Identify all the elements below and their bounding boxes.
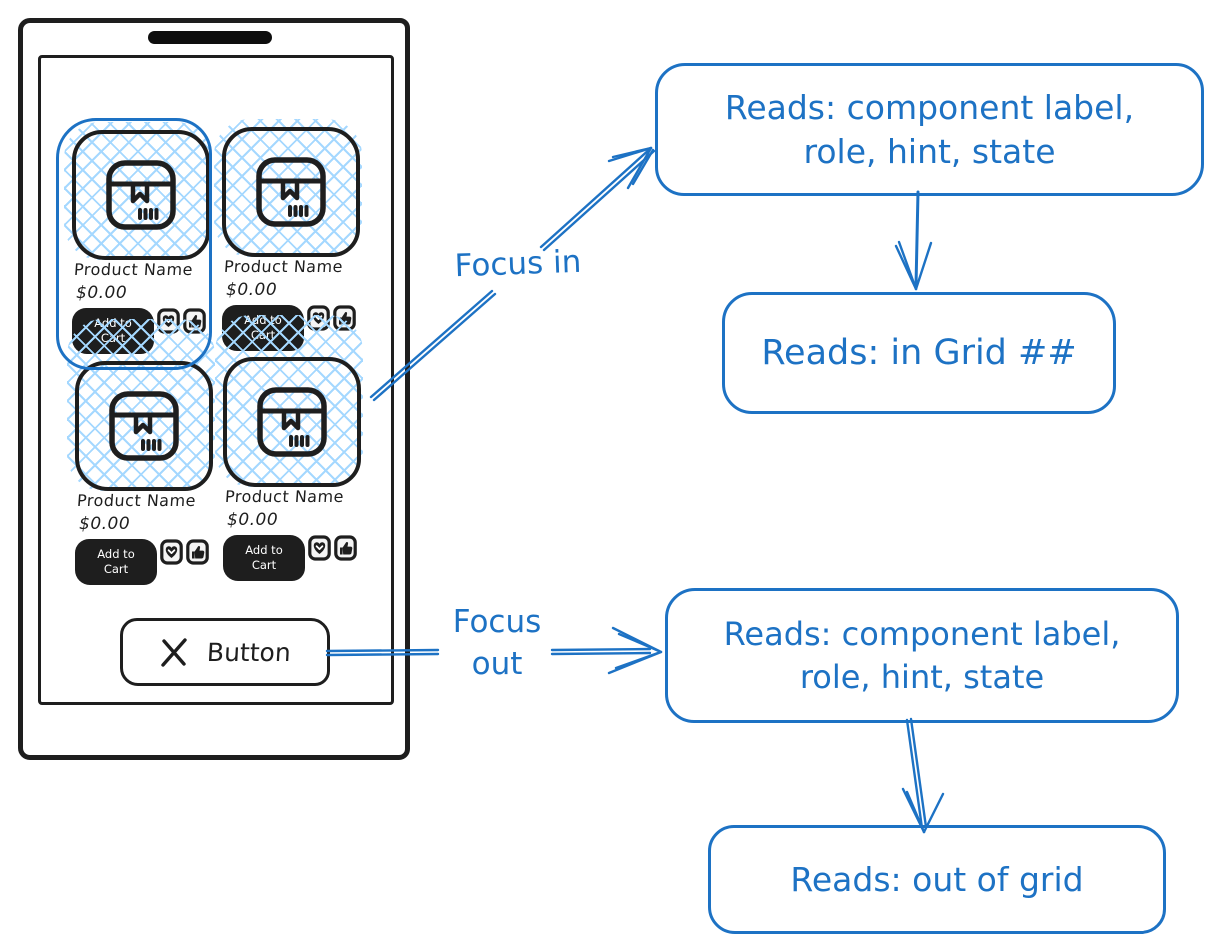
announce-line2: role, hint, state [803,131,1056,171]
favorite-button[interactable] [157,308,180,334]
speaker-bar [148,31,272,44]
product-image [222,127,360,257]
heart-icon [307,305,330,331]
product-image [75,361,213,491]
product-price: $0.00 [226,280,278,300]
thumbs-up-icon [333,305,356,331]
x-icon [161,638,187,667]
card-actions: Add to Cart [75,539,209,585]
product-price: $0.00 [227,510,279,530]
product-card: Product Name $0.00 Add to Cart [215,315,363,581]
thumbs-up-icon [183,308,206,334]
focus-in-announce-box: Reads: component label, role, hint, stat… [655,63,1204,196]
like-button[interactable] [186,539,209,565]
focus-in-down-arrow [894,190,933,291]
focus-out-result-box: Reads: out of grid [708,825,1166,934]
add-to-cart-button[interactable]: Add to Cart [75,539,157,585]
package-icon [106,160,176,230]
result-text: Reads: in Grid ## [761,332,1077,373]
close-button[interactable]: Button [120,618,330,686]
package-icon [256,157,326,227]
card-actions: Add to Cart [222,305,356,351]
phone-frame: Product Name $0.00 Add to Cart [18,18,410,760]
product-card: Product Name $0.00 Add to Cart [64,122,212,354]
focus-out-announce-box: Reads: component label, role, hint, stat… [665,588,1179,723]
product-name: Product Name [224,487,345,506]
card-actions: Add to Cart [223,535,357,581]
product-name: Product Name [223,257,344,276]
focus-out-label: Focus out [437,602,557,686]
thumbs-up-icon [186,539,209,565]
add-to-cart-button[interactable]: Add to Cart [223,535,305,581]
announce-line1: Reads: component label, [723,615,1121,654]
favorite-button[interactable] [160,539,183,565]
product-card: Product Name $0.00 Add to Cart [67,319,215,585]
result-text: Reads: out of grid [790,859,1084,899]
thumbs-up-icon [334,535,357,561]
like-button[interactable] [333,305,356,331]
announce-line2: role, hint, state [799,657,1045,696]
package-icon [257,387,327,457]
announce-line1: Reads: component label, [724,87,1135,127]
heart-icon [308,535,331,561]
like-button[interactable] [334,535,357,561]
focus-out-label-line2: out [471,645,523,682]
add-to-cart-button[interactable]: Add to Cart [222,305,304,351]
heart-icon [157,308,180,334]
product-name: Product Name [73,260,194,279]
package-icon [109,391,179,461]
favorite-button[interactable] [307,305,330,331]
product-card: Product Name $0.00 Add to Cart [214,119,362,351]
heart-icon [160,539,183,565]
add-to-cart-button[interactable]: Add to Cart [72,308,154,354]
product-name: Product Name [76,491,197,510]
product-price: $0.00 [79,514,131,534]
favorite-button[interactable] [308,535,331,561]
like-button[interactable] [183,308,206,334]
focus-in-result-box: Reads: in Grid ## [722,292,1116,414]
card-actions: Add to Cart [72,308,206,354]
close-button-label: Button [206,637,292,667]
product-image [72,130,210,260]
phone-screen: Product Name $0.00 Add to Cart [38,55,394,705]
focus-in-label: Focus in [454,243,582,285]
product-price: $0.00 [76,283,128,303]
product-image [223,357,361,487]
focus-out-down-arrow [901,717,945,834]
focus-out-label-line1: Focus [452,604,542,640]
